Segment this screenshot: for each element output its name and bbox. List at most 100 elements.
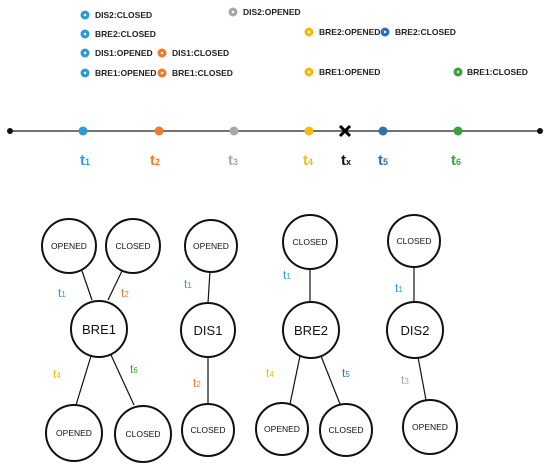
edge-time-label: t1 xyxy=(184,277,192,291)
state-edge xyxy=(110,354,135,406)
event-item: DIS2:OPENED xyxy=(228,7,301,17)
state-node xyxy=(114,405,172,463)
state-label: CLOSED xyxy=(293,237,328,247)
edge-time-label: t3 xyxy=(401,373,409,387)
event-label: DIS1:CLOSED xyxy=(172,48,229,58)
machine-node xyxy=(180,302,236,358)
event-item: DIS1:OPENED xyxy=(80,48,153,58)
state-label: CLOSED xyxy=(329,425,364,435)
timeline-marker xyxy=(78,126,88,136)
timeline-tick-label: tx xyxy=(341,152,351,169)
machine-label: BRE1 xyxy=(82,322,116,337)
edge-time-label: t2 xyxy=(193,376,201,390)
event-dot-center xyxy=(83,13,87,17)
state-label: CLOSED xyxy=(397,236,432,246)
event-label: BRE1:OPENED xyxy=(95,68,156,78)
edge-time-label: t4 xyxy=(53,367,61,381)
state-node xyxy=(282,214,338,270)
current-time-cross-icon xyxy=(338,124,352,138)
state-label: OPENED xyxy=(51,241,87,251)
event-label: BRE2:CLOSED xyxy=(95,29,156,39)
state-node xyxy=(319,403,373,457)
event-dot-center xyxy=(456,70,460,74)
state-edge xyxy=(289,355,301,405)
timeline-tick-label: t4 xyxy=(303,152,313,169)
event-dot-center xyxy=(307,30,311,34)
event-dot-center xyxy=(83,51,87,55)
event-label: BRE2:OPENED xyxy=(319,27,380,37)
timeline-tick-label: t6 xyxy=(451,152,461,169)
state-node xyxy=(45,404,103,462)
machine-label: DIS2 xyxy=(401,323,430,338)
event-item: BRE2:CLOSED xyxy=(80,29,156,39)
event-dot-center xyxy=(83,71,87,75)
state-machine-bre1: OPENED CLOSED BRE1 OPENED CLOSED t1 t2 t… xyxy=(41,218,172,463)
event-label: BRE1:CLOSED xyxy=(467,67,528,77)
state-label: OPENED xyxy=(412,422,448,432)
edge-time-label: t4 xyxy=(266,366,274,380)
state-node xyxy=(255,402,309,456)
state-edge xyxy=(75,355,92,406)
timeline-marker xyxy=(304,126,314,136)
state-label: OPENED xyxy=(56,428,92,438)
event-legend: DIS2:CLOSED BRE2:CLOSED DIS1:OPENED BRE1… xyxy=(80,7,528,78)
event-dot-center xyxy=(307,70,311,74)
state-label: OPENED xyxy=(264,424,300,434)
edge-time-label: t2 xyxy=(121,286,129,300)
state-edge xyxy=(207,270,211,304)
state-edge xyxy=(320,355,341,405)
event-dot-center xyxy=(383,30,387,34)
edge-time-label: t1 xyxy=(58,286,66,300)
event-item: BRE2:CLOSED xyxy=(380,27,456,37)
event-label: BRE1:OPENED xyxy=(319,67,380,77)
state-edge xyxy=(81,270,93,301)
state-label: CLOSED xyxy=(116,241,151,251)
timeline-tick-label: t1 xyxy=(80,152,90,169)
event-item: BRE1:CLOSED xyxy=(453,67,528,77)
timeline-end-dot xyxy=(537,128,543,134)
event-label: BRE2:CLOSED xyxy=(395,27,456,37)
cross-stroke xyxy=(338,124,352,138)
machine-label: DIS1 xyxy=(194,323,223,338)
state-label: CLOSED xyxy=(126,429,161,439)
state-label: CLOSED xyxy=(191,425,226,435)
state-edge xyxy=(417,356,427,401)
state-label: OPENED xyxy=(193,241,229,251)
machine-node xyxy=(70,300,128,358)
event-item: DIS1:CLOSED xyxy=(157,48,229,58)
event-dot-center xyxy=(83,32,87,36)
edge-time-label: t1 xyxy=(395,281,403,295)
state-node xyxy=(184,219,238,273)
state-machine-dis2: CLOSED DIS2 OPENED t1 t3 xyxy=(386,214,458,455)
timeline-marker xyxy=(453,126,463,136)
timeline-tick-label: t5 xyxy=(378,152,388,169)
timeline-marker xyxy=(378,126,388,136)
state-machine-dis1: OPENED DIS1 CLOSED t1 t2 xyxy=(180,219,238,457)
state-machine-bre2: CLOSED BRE2 OPENED CLOSED t1 t4 t5 xyxy=(255,214,373,457)
timeline-start-dot xyxy=(7,128,13,134)
timeline-tick-label: t3 xyxy=(228,152,238,169)
state-edge xyxy=(107,270,123,301)
state-node xyxy=(387,214,441,268)
edge-time-label: t1 xyxy=(283,268,291,282)
timeline: t1 t2 t3 t4 tx t5 t6 xyxy=(7,124,543,169)
event-item: BRE1:OPENED xyxy=(80,68,156,78)
timeline-marker xyxy=(229,126,239,136)
edge-time-label: t5 xyxy=(342,366,350,380)
event-label: DIS1:OPENED xyxy=(95,48,153,58)
state-node xyxy=(402,399,458,455)
event-label: BRE1:CLOSED xyxy=(172,68,233,78)
timeline-marker xyxy=(154,126,164,136)
state-node xyxy=(105,218,161,274)
timeline-tick-label: t2 xyxy=(150,152,160,169)
event-dot-center xyxy=(231,10,235,14)
event-dot-center xyxy=(160,71,164,75)
machine-node xyxy=(282,301,340,359)
event-item: BRE1:OPENED xyxy=(304,67,380,77)
machine-node xyxy=(386,301,444,359)
state-node xyxy=(181,403,235,457)
event-item: DIS2:CLOSED xyxy=(80,10,152,20)
state-node xyxy=(41,218,97,274)
